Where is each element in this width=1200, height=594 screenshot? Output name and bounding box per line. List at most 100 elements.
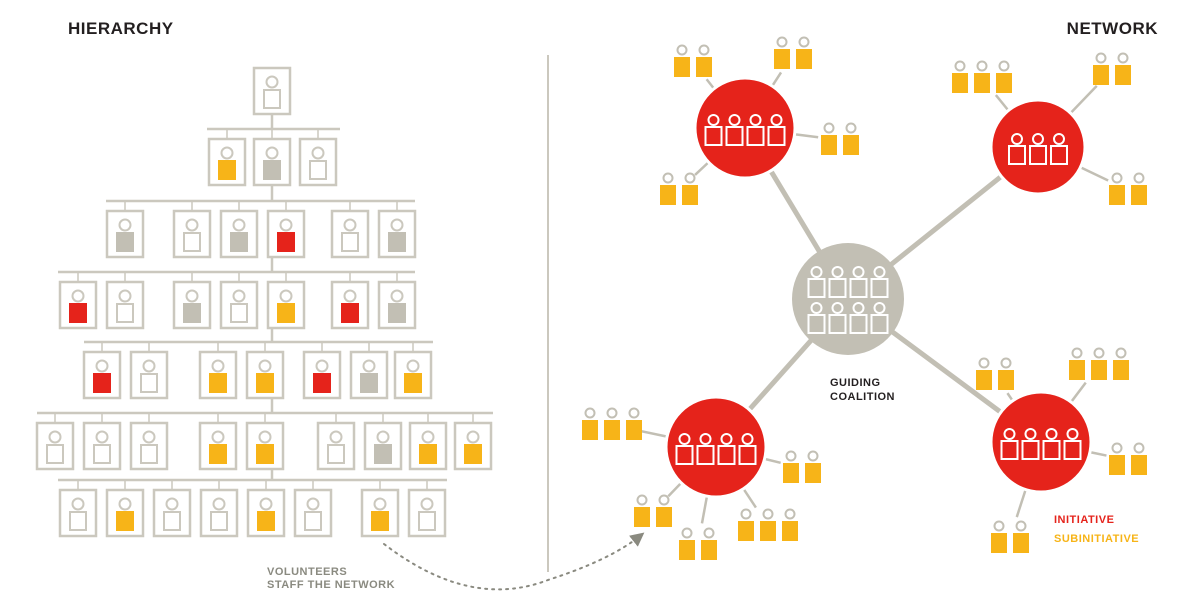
subinitiative-person [674, 44, 690, 77]
person-icon [118, 497, 132, 511]
subinitiative-person [582, 407, 598, 440]
initiative-hub-top-right [989, 98, 1087, 196]
hierarchy-person-box [129, 350, 169, 400]
person-icon [212, 497, 226, 511]
subinitiative-link [1006, 392, 1014, 402]
subinitiative-cluster [660, 172, 698, 205]
subinitiative-link [700, 495, 709, 524]
person-icon [343, 289, 357, 303]
subinitiative-person [998, 357, 1014, 390]
person-icon [71, 289, 85, 303]
subinitiative-person [656, 494, 672, 527]
subinitiative-person [760, 508, 776, 541]
person-icon [421, 430, 435, 444]
person-icon [220, 146, 234, 160]
hierarchy-person-box [360, 488, 400, 538]
subinitiative-cluster [634, 494, 672, 527]
volunteers-caption-line2: STAFF THE NETWORK [267, 579, 395, 591]
network-chart [582, 36, 1147, 560]
subinitiative-person [1069, 347, 1085, 380]
person-icon [265, 146, 279, 160]
person-icon [142, 430, 156, 444]
person-icon [71, 497, 85, 511]
person-icon [258, 359, 272, 373]
hierarchy-person-box [172, 280, 212, 330]
hierarchy-person-box [219, 209, 259, 259]
person-icon [142, 359, 156, 373]
person-icon [390, 289, 404, 303]
person-icon [279, 289, 293, 303]
subinitiative-person [701, 527, 717, 560]
subinitiative-person [604, 407, 620, 440]
subinitiative-person [996, 60, 1012, 93]
person-icon [95, 430, 109, 444]
subinitiative-link [667, 482, 683, 498]
hierarchy-person-box [105, 488, 145, 538]
subinitiative-person [1131, 172, 1147, 205]
subinitiative-cluster [738, 508, 798, 541]
subinitiative-cluster [1069, 347, 1129, 380]
subinitiative-link [994, 94, 1010, 112]
subinitiative-person [696, 44, 712, 77]
hierarchy-person-box [35, 421, 75, 471]
subinitiative-person [821, 122, 837, 155]
hierarchy-person-box [82, 350, 122, 400]
person-icon [232, 218, 246, 232]
hierarchy-person-box [266, 280, 306, 330]
hierarchy-person-box [349, 350, 389, 400]
person-icon [165, 497, 179, 511]
person-icon [211, 430, 225, 444]
person-icon [362, 359, 376, 373]
subinitiative-cluster [991, 520, 1029, 553]
hierarchy-person-box [330, 280, 370, 330]
hierarchy-chart [35, 66, 493, 538]
guiding-coalition-circle [792, 243, 904, 355]
subinitiative-person [738, 508, 754, 541]
subinitiative-person [1109, 442, 1125, 475]
subinitiative-person [783, 450, 799, 483]
hierarchy-person-box [407, 488, 447, 538]
subinitiative-link [1015, 489, 1027, 518]
subinitiative-person [774, 36, 790, 69]
subinitiative-person [976, 357, 992, 390]
subinitiative-person [1109, 172, 1125, 205]
hierarchy-person-box [245, 350, 285, 400]
subinitiative-link [1069, 84, 1098, 114]
subinitiative-person [974, 60, 990, 93]
hierarchy-person-box [298, 137, 338, 187]
subinitiative-link [742, 488, 757, 509]
legend-initiative: INITIATIVE [1054, 514, 1114, 526]
person-icon [466, 430, 480, 444]
subinitiative-link [764, 457, 781, 464]
hierarchy-person-box [58, 280, 98, 330]
person-icon [343, 218, 357, 232]
subinitiative-cluster [821, 122, 859, 155]
person-icon [259, 497, 273, 511]
subinitiative-person [682, 172, 698, 205]
hierarchy-person-box [453, 421, 493, 471]
person-icon [311, 146, 325, 160]
subinitiative-link [771, 71, 783, 87]
hierarchy-person-box [129, 421, 169, 471]
hierarchy-person-box [198, 421, 238, 471]
person-icon [185, 218, 199, 232]
subinitiative-link [1070, 381, 1087, 403]
hierarchy-person-box [219, 280, 259, 330]
person-icon [95, 359, 109, 373]
hierarchy-person-box [198, 350, 238, 400]
hierarchy-person-box [105, 209, 145, 259]
subinitiative-person [805, 450, 821, 483]
subinitiative-link [694, 161, 710, 176]
person-icon [329, 430, 343, 444]
person-icon [232, 289, 246, 303]
hierarchy-person-box [330, 209, 370, 259]
subinitiative-person [952, 60, 968, 93]
person-icon [185, 289, 199, 303]
hierarchy-person-box [105, 280, 145, 330]
volunteers-arrow [383, 532, 645, 591]
subinitiative-cluster [976, 357, 1014, 390]
subinitiative-cluster [774, 36, 812, 69]
subinitiative-cluster [783, 450, 821, 483]
person-icon [406, 359, 420, 373]
